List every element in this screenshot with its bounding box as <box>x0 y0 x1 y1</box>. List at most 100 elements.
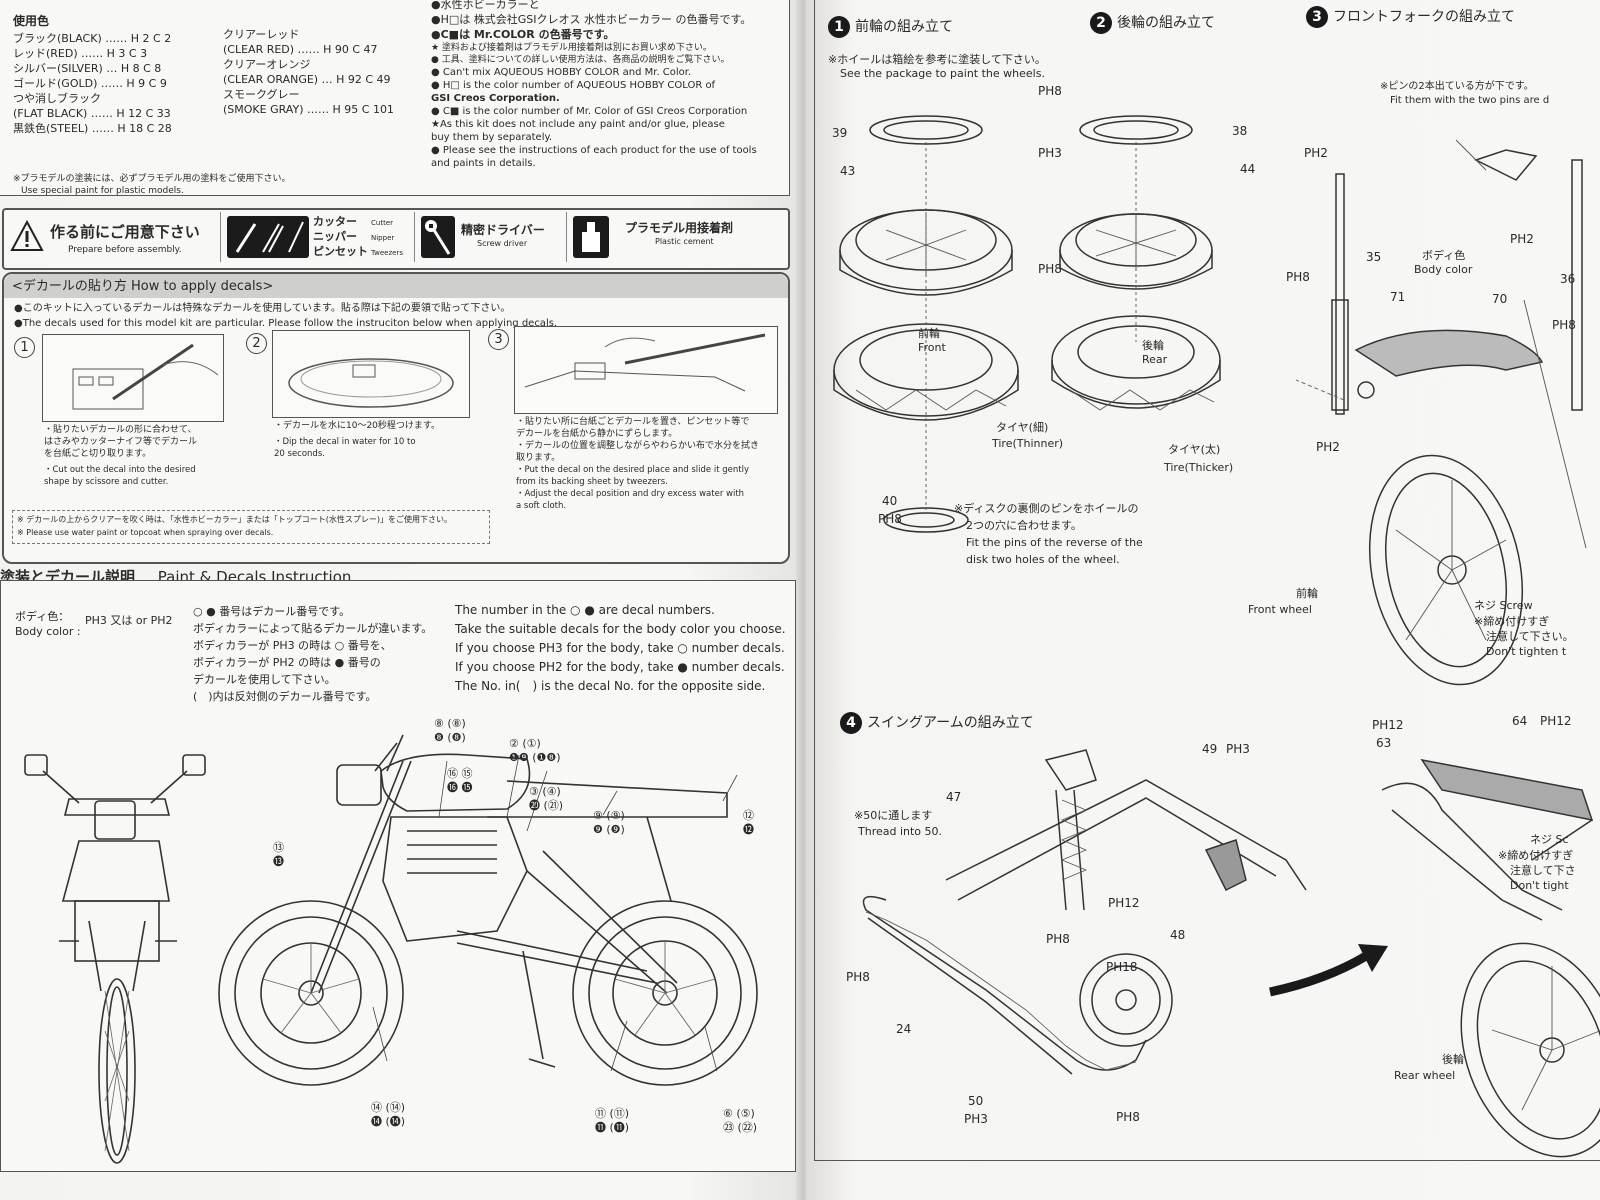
motorcycle-front-view <box>24 754 206 1164</box>
screw-note-4: ※締め付けすぎ 注意して下さ Don't tight <box>1498 848 1576 893</box>
screw-note-line: ※締め付けすぎ <box>1498 849 1574 862</box>
paint-item: スモークグレー <box>223 88 300 101</box>
rear-wheel-jp: 後輪 <box>1442 1053 1464 1066</box>
disk-note-line: ※ディスクの裏側のピンをホイールの <box>954 502 1139 515</box>
swing-arm-drawing <box>862 749 1307 1075</box>
step1-note-en: See the package to paint the wheels. <box>840 67 1045 80</box>
front-fork-drawing <box>1295 139 1587 686</box>
part-40: 40 <box>882 494 898 508</box>
decal-rule: The No. in( ) is the decal No. for the o… <box>455 679 766 693</box>
front-label-en: Front <box>918 341 946 354</box>
decal-rule: If you choose PH2 for the body, take ● n… <box>455 660 785 674</box>
decal-rules-jp: ○ ● 番号はデカール番号です。 ボディカラーによって貼るデカールが違います。 … <box>193 603 432 705</box>
tire-thin-jp: タイヤ(細) <box>996 421 1049 434</box>
decal-intro-jp: ●このキットに入っているデカールは特殊なデカールを使用しています。貼る際は下記の… <box>14 303 511 314</box>
decal-rule: ボディカラーによって貼るデカールが違います。 <box>193 622 433 635</box>
decal-callout: ⑧ (⑧)❽ (❽) <box>434 717 466 744</box>
paint-note-line: ● 工具、塗料についての詳しい使用方法は、各商品の説明をご覧下さい。 <box>431 55 730 65</box>
paint-notes: ●水性ホビーカラーと ●H□は 株式会社GSIクレオス 水性ホビーカラー の色番… <box>431 0 781 170</box>
tool1-jp: カッター ニッパー ピンセット <box>313 214 368 259</box>
part-ph3: PH3 <box>1226 742 1250 756</box>
paint-list-right: クリアーレッド (CLEAR RED) …… H 90 C 47 クリアーオレン… <box>223 27 423 117</box>
paint-item: つや消しブラック <box>13 92 101 105</box>
screw-note-line: 注意して下さい。 <box>1486 630 1574 643</box>
decal-step-text: a soft cloth. <box>516 501 567 511</box>
paint-list-left: ブラック(BLACK) …… H 2 C 2 レッド(RED) …… H 3 C… <box>13 31 213 136</box>
part-ph12: PH12 <box>1540 714 1572 728</box>
decal-step-text: ・Cut out the decal into the desired <box>44 465 196 475</box>
part-44: 44 <box>1240 162 1256 176</box>
body-color-label-en: Body color : <box>15 625 81 638</box>
screw-note-line: ※締め付けすぎ <box>1474 615 1550 628</box>
assembly-arrow-icon <box>1269 944 1388 997</box>
decal-rule: ( )内は反対側のデカール番号です。 <box>193 690 377 703</box>
decal-step-text: ・Dip the decal in water for 10 to <box>274 437 416 447</box>
part-ph12: PH12 <box>1108 896 1140 910</box>
decal-step-1-number: 1 <box>14 336 35 358</box>
decal-callout: ② (①)❶❾ (❶❽) <box>509 737 561 764</box>
rear-label-en: Rear <box>1142 353 1168 366</box>
part-64: 64 <box>1512 714 1528 728</box>
screw-note-line: Don't tight <box>1510 879 1569 892</box>
disk-note-line: 2つの穴に合わせます。 <box>966 519 1082 532</box>
part-39: 39 <box>832 126 848 140</box>
paint-item: 黒鉄色(STEEL) …… H 18 C 28 <box>13 122 172 135</box>
tool-screwdriver: 精密ドライバー Screw driver <box>414 212 565 262</box>
tool3-en: Plastic cement <box>655 237 714 246</box>
part-ph8: PH8 <box>1038 262 1062 276</box>
paint-item: (SMOKE GRAY) …… H 95 C 101 <box>223 103 394 116</box>
paint-note-line: GSI Creos Corporation. <box>431 93 560 104</box>
decal-footnote-en: ※ Please use water paint or topcoat when… <box>17 528 274 537</box>
decal-callout: ⑨ (⑨)❾ (❾) <box>593 809 625 836</box>
part-ph2: PH2 <box>1304 146 1328 160</box>
tool-name: ニッパー <box>313 230 357 243</box>
paint-list-heading: 使用色 <box>13 14 50 28</box>
part-63: 63 <box>1376 736 1392 750</box>
part-38: 38 <box>1232 124 1248 138</box>
paint-note-line: ●C■は Mr.COLOR の色番号です。 <box>431 28 615 41</box>
tool2-jp: 精密ドライバー <box>461 223 545 237</box>
decal-step-2-jp: ・デカールを水に10～20秒程つけます。 <box>274 421 441 431</box>
tool2-en: Screw driver <box>477 239 528 248</box>
paint-note-line: ● H□ is the color number of AQUEOUS HOBB… <box>431 80 716 91</box>
thread-note-jp: ※50に通します <box>854 809 933 822</box>
left-page: 使用色 ブラック(BLACK) …… H 2 C 2 レッド(RED) …… H… <box>0 0 800 1200</box>
part-ph8: PH8 <box>1046 932 1070 946</box>
paint-note-jp: ※プラモデルの塗装には、必ずプラモデル用の塗料をご使用下さい。 <box>13 174 291 184</box>
paint-item: クリアーレッド <box>223 28 300 41</box>
tool-name: ピンセット <box>313 245 368 258</box>
screw-note-line: Don't tighten t <box>1486 645 1567 658</box>
decal-rules-en: The number in the ○ ● are decal numbers.… <box>455 601 786 696</box>
body-color-value: PH3 又は or PH2 <box>85 614 173 627</box>
paint-note-en: Use special paint for plastic models. <box>21 186 184 196</box>
decal-rule: デカールを使用して下さい。 <box>193 673 336 686</box>
paint-note-line: ●水性ホビーカラーと <box>431 0 540 11</box>
paint-note-line: ●H□は 株式会社GSIクレオス 水性ホビーカラー の色番号です。 <box>431 13 752 26</box>
decal-howto-header <box>4 274 788 298</box>
part-35: 35 <box>1366 250 1382 264</box>
part-ph12: PH12 <box>1372 718 1404 732</box>
tool-name-en: Cutter <box>371 219 393 227</box>
tire-thick-en: Tire(Thicker) <box>1164 461 1234 474</box>
part-48: 48 <box>1170 928 1186 942</box>
paint-note-line: buy them by separately. <box>431 132 553 143</box>
disk-note-line: Fit the pins of the reverse of the <box>966 536 1143 549</box>
paint-note-line: ● Please see the instructions of each pr… <box>431 145 757 156</box>
paint-item: (CLEAR RED) …… H 90 C 47 <box>223 43 378 56</box>
paint-note-line: ● C■ is the color number of Mr. Color of… <box>431 106 748 117</box>
part-ph3: PH3 <box>1038 146 1062 160</box>
disk-note-line: disk two holes of the wheel. <box>966 553 1120 566</box>
tire-thick-jp: タイヤ(太) <box>1168 443 1221 456</box>
front-wheel-jp: 前輪 <box>1296 587 1318 600</box>
part-ph8: PH8 <box>846 970 870 984</box>
decal-step-2-en: ・Dip the decal in water for 10 to 20 sec… <box>274 436 416 460</box>
body-color-label-jp: ボディ色： <box>15 610 70 623</box>
cement-bottle-icon <box>573 216 609 258</box>
thread-note-en: Thread into 50. <box>858 825 943 838</box>
prepare-title: 作る前にご用意下さい <box>50 223 200 241</box>
decal-intro-en: ●The decals used for this model kit are … <box>14 318 558 329</box>
tool1-en: Cutter Nipper Tweezers <box>371 216 403 261</box>
decal-rule: ○ ● 番号はデカール番号です。 <box>193 605 351 618</box>
